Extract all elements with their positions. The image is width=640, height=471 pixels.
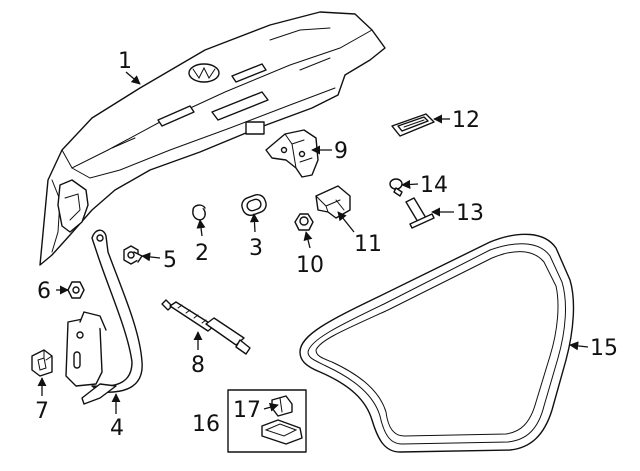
callout-13: 13 (456, 201, 484, 226)
hinge-arm-part (65, 229, 143, 405)
leader-2 (196, 219, 206, 237)
latch-bracket-part (265, 129, 319, 178)
callout-17: 17 (233, 398, 261, 423)
bumper-part (192, 204, 206, 221)
trunk-lid-part (39, 11, 386, 266)
bolt-part (123, 245, 143, 265)
leader-11 (337, 211, 355, 233)
leader-1 (125, 71, 141, 85)
callout-16: 16 (192, 412, 220, 437)
weatherstrip-part (299, 233, 575, 453)
grommet-part (241, 193, 267, 217)
leader-17 (263, 402, 279, 412)
callout-6: 6 (37, 279, 51, 304)
callout-5: 5 (163, 248, 177, 273)
callout-11: 11 (354, 232, 382, 257)
leader-3 (249, 213, 259, 233)
callout-9: 9 (334, 139, 348, 164)
switch-part (294, 213, 314, 231)
pin-part (405, 197, 435, 229)
leader-14 (401, 179, 419, 190)
callout-12: 12 (452, 108, 480, 133)
leader-15 (569, 341, 589, 351)
leader-10 (303, 231, 313, 249)
screw-part (389, 178, 403, 197)
clip-part (31, 349, 53, 377)
callout-2: 2 (195, 241, 209, 266)
callout-8: 8 (191, 353, 205, 378)
gas-strut-part (161, 299, 251, 355)
latch-part (315, 185, 351, 219)
leader-lines (37, 71, 589, 414)
callout-3: 3 (249, 236, 263, 261)
leader-5 (141, 252, 161, 262)
callout-15: 15 (590, 336, 618, 361)
callout-14: 14 (420, 173, 448, 198)
callout-1: 1 (118, 49, 132, 74)
nut-part (67, 281, 85, 299)
callout-labels: 1 2 3 4 5 6 7 8 9 10 11 12 13 14 15 16 1… (35, 49, 618, 441)
callout-4: 4 (110, 416, 124, 441)
callout-7: 7 (35, 399, 49, 424)
kit-box-part (227, 389, 307, 453)
light-part (391, 113, 435, 137)
callout-10: 10 (296, 253, 324, 278)
